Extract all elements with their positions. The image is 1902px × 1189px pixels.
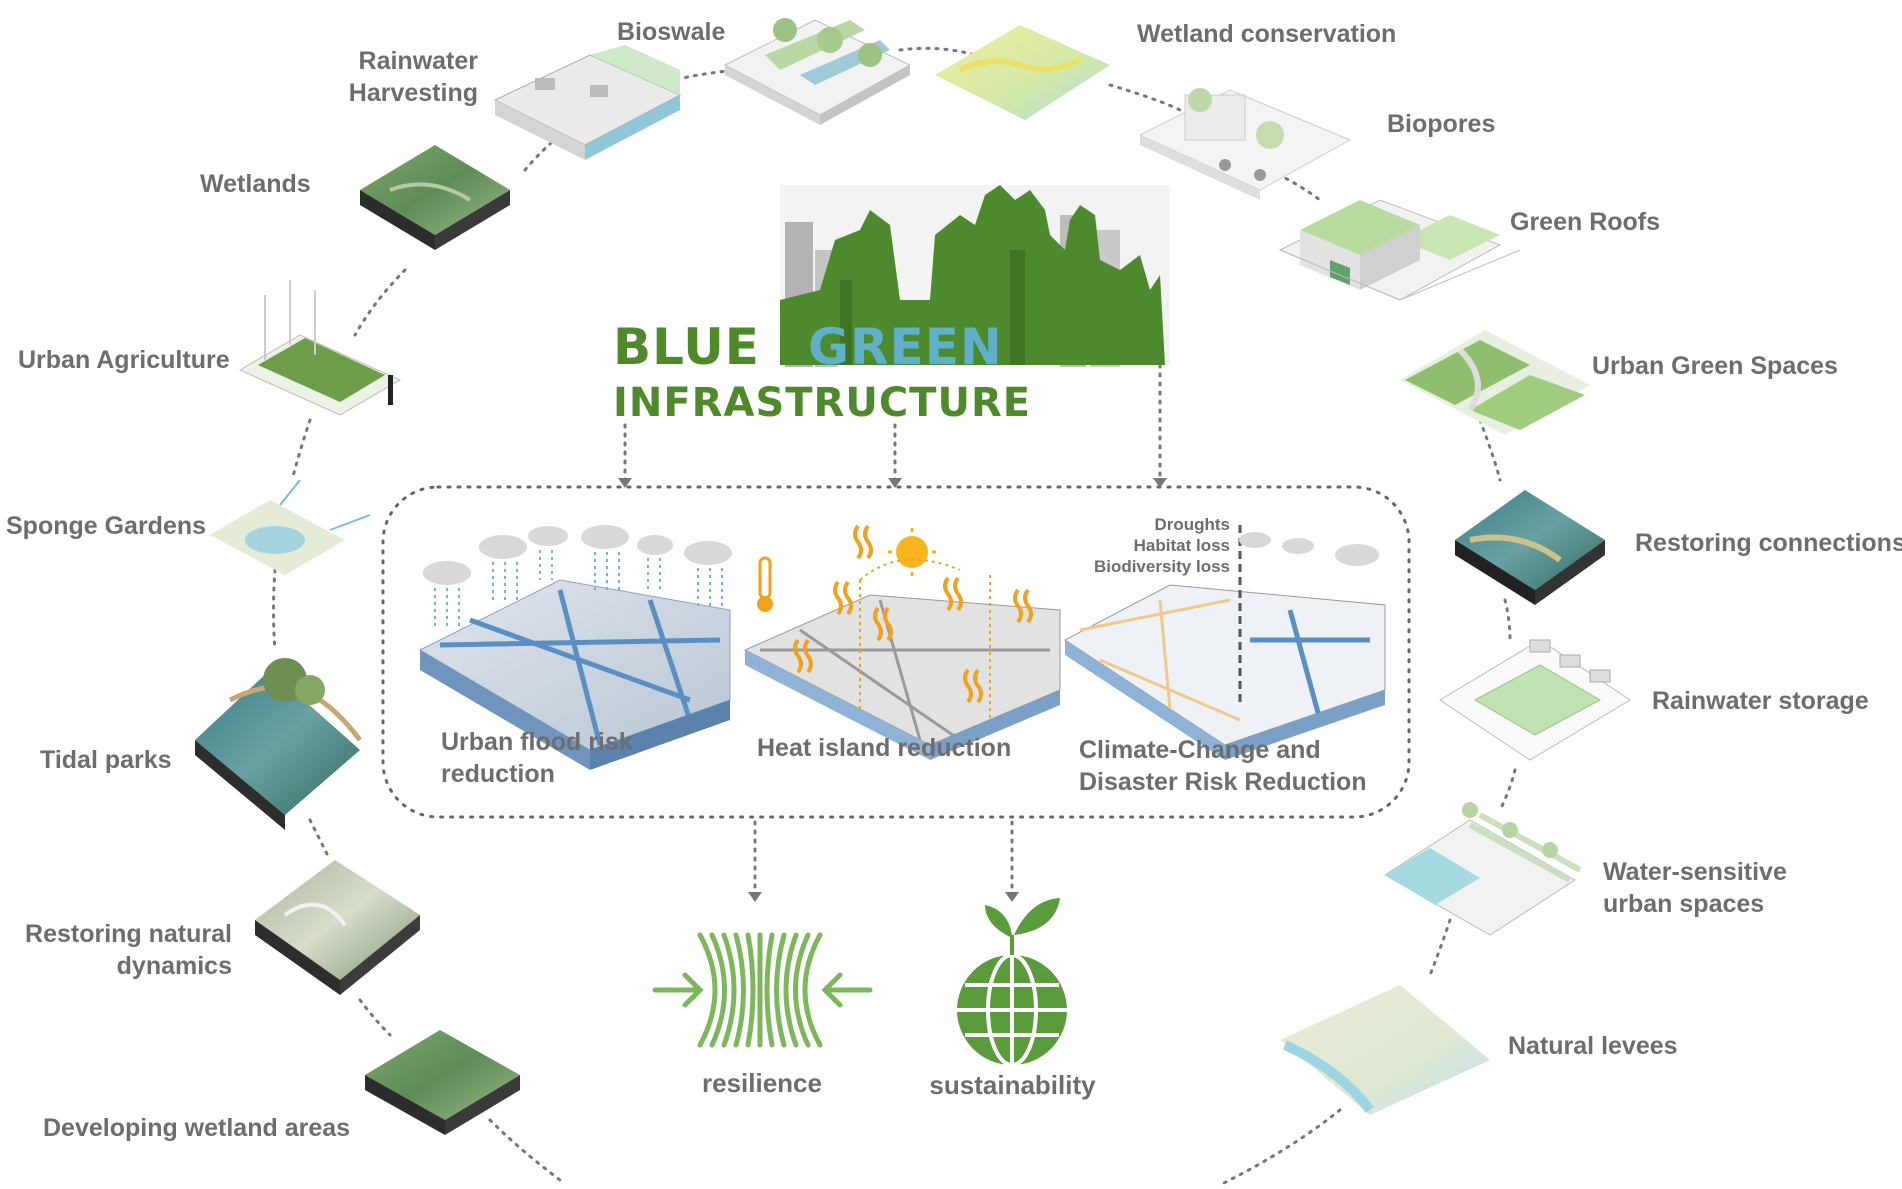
label-natural-levees: Natural levees [1508,1032,1678,1060]
sublabel-droughts: Droughts [1154,515,1230,534]
water-sensitive-illustration [1384,802,1582,936]
rainwater-storage-illustration [1439,639,1631,761]
label-restoring-natural-dynamics: Restoring natural dynamics [25,920,232,980]
label-urban-agriculture: Urban Agriculture [18,346,230,374]
sponge-gardens-illustration [210,479,371,575]
sustainability-globe-icon [957,898,1067,1067]
heat-island-illustration [743,524,1061,760]
label-wetland-conservation: Wetland conservation [1137,20,1397,48]
sublabel-habitat-loss: Habitat loss [1133,536,1230,555]
label-biopores: Biopores [1387,110,1496,138]
arrow-heads [618,478,1167,902]
urban-agriculture-illustration [238,280,402,416]
label-sustainability: sustainability [929,1070,1096,1100]
rainwater-harvesting-illustration [493,45,682,160]
label-restoring-connections: Restoring connections [1635,529,1902,557]
label-developing-wetland-areas: Developing wetland areas [43,1114,351,1142]
title-blue: BLUE - [613,318,801,376]
climate-change-illustration [1064,525,1386,760]
developing-wetland-areas-illustration [365,1030,520,1135]
label-climate-change-drr: Climate-Change and Disaster Risk Reducti… [1079,736,1367,796]
title-infrastructure: INFRASTRUCTURE [613,380,1032,426]
biopores-illustration [1138,88,1352,200]
title-green: GREEN [808,318,1003,376]
restoring-connections-illustration [1455,490,1605,605]
restoring-natural-dynamics-illustration [255,860,420,995]
resilience-icon [652,932,873,1048]
natural-levees-illustration [1280,985,1490,1115]
label-resilience: resilience [702,1068,822,1098]
wetland-conservation-illustration [935,25,1110,120]
urban-flood-illustration [418,525,732,770]
label-urban-flood-risk-reduction: Urban flood risk reduction [441,728,633,788]
label-green-roofs: Green Roofs [1510,208,1661,236]
tidal-parks-illustration [195,658,362,830]
label-wetlands: Wetlands [200,170,311,198]
label-rainwater-storage: Rainwater storage [1652,687,1869,715]
benefits-box [381,485,1411,819]
sublabel-biodiversity-loss: Biodiversity loss [1093,557,1230,576]
label-water-sensitive-urban-spaces: Water-sensitive urban spaces [1603,858,1787,918]
heat-wave-icons [793,524,1033,704]
label-rainwater-harvesting: Rainwater Harvesting [348,47,478,107]
label-sponge-gardens: Sponge Gardens [6,512,207,540]
thermometer-icon [757,556,773,612]
label-bioswale: Bioswale [617,18,726,46]
label-urban-green-spaces: Urban Green Spaces [1592,352,1838,380]
green-roofs-illustration [1278,199,1521,301]
urban-green-spaces-illustration [1400,330,1590,435]
title-arrows [623,363,1162,897]
bioswale-illustration [723,18,912,125]
wetlands-illustration [360,145,510,250]
label-heat-island-reduction: Heat island reduction [757,734,1012,762]
label-tidal-parks: Tidal parks [40,746,172,774]
city-skyline-illustration [780,185,1170,367]
